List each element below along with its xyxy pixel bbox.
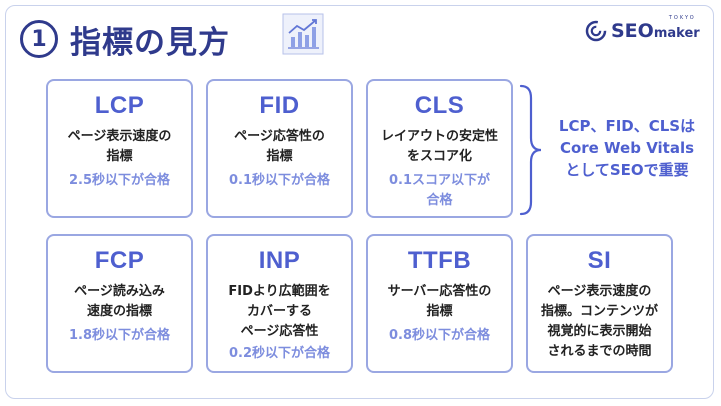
bar-chart-trend-icon xyxy=(282,13,324,55)
swirl-logo-icon xyxy=(585,20,607,42)
metric-abbr: INP xyxy=(258,247,301,274)
logo-wordmark: TOKYO SEOmaker xyxy=(611,15,700,42)
metric-description: レイアウトの安定性 をスコア化 xyxy=(380,129,498,164)
metric-threshold: 1.8秒以下が合格 xyxy=(68,328,171,343)
metric-threshold: 0.2秒以下が合格 xyxy=(228,346,331,361)
metric-card-inp: INP FIDより広範囲を カバーする ページ応答性 0.2秒以下が合格 xyxy=(206,234,353,373)
metric-abbr: SI xyxy=(587,247,612,274)
right-brace-icon xyxy=(519,84,542,216)
metric-description: ページ表示速度の 指標 xyxy=(67,129,172,164)
metric-card-cls: CLS レイアウトの安定性 をスコア化 0.1スコア以下が 合格 xyxy=(366,79,513,218)
metric-abbr: FCP xyxy=(94,247,145,274)
logo-maker: maker xyxy=(653,25,700,41)
metric-card-si: SI ページ表示速度の 指標。コンテンツが 視覚的に表示開始 されるまでの時間 xyxy=(526,234,673,373)
metric-card-lcp: LCP ページ表示速度の 指標 2.5秒以下が合格 xyxy=(46,79,193,218)
logo-seo: SEO xyxy=(611,19,654,42)
metric-abbr: TTFB xyxy=(407,247,472,274)
metric-description: FIDより広範囲を カバーする ページ応答性 xyxy=(228,284,331,339)
metric-threshold: 0.8秒以下が合格 xyxy=(388,328,491,343)
metric-description: ページ表示速度の 指標。コンテンツが 視覚的に表示開始 されるまでの時間 xyxy=(540,284,658,359)
logo-tokyo: TOKYO xyxy=(668,14,696,21)
metric-card-ttfb: TTFB サーバー応答性の 指標 0.8秒以下が合格 xyxy=(366,234,513,373)
metric-threshold: 0.1秒以下が合格 xyxy=(228,173,331,188)
metric-description: ページ読み込み 速度の指標 xyxy=(74,284,165,319)
metric-description: ページ応答性の 指標 xyxy=(234,129,325,164)
metric-abbr: CLS xyxy=(414,92,465,119)
core-web-vitals-note: LCP、FID、CLSは Core Web Vitals としてSEOで重要 xyxy=(558,117,696,179)
title-text: 指標の見方 xyxy=(70,24,230,61)
metric-threshold: 0.1スコア以下が 合格 xyxy=(388,173,491,208)
brand-logo: TOKYO SEOmaker xyxy=(585,15,700,42)
metric-card-fcp: FCP ページ読み込み 速度の指標 1.8秒以下が合格 xyxy=(46,234,193,373)
section-number-badge: 1 xyxy=(20,20,58,58)
metric-abbr: LCP xyxy=(94,92,145,119)
metric-threshold: 2.5秒以下が合格 xyxy=(68,173,171,188)
page-title: 1 指標の見方 xyxy=(20,14,230,64)
metric-description: サーバー応答性の 指標 xyxy=(387,284,492,319)
section-number: 1 xyxy=(31,26,47,52)
metric-abbr: FID xyxy=(259,92,300,119)
metric-card-fid: FID ページ応答性の 指標 0.1秒以下が合格 xyxy=(206,79,353,218)
